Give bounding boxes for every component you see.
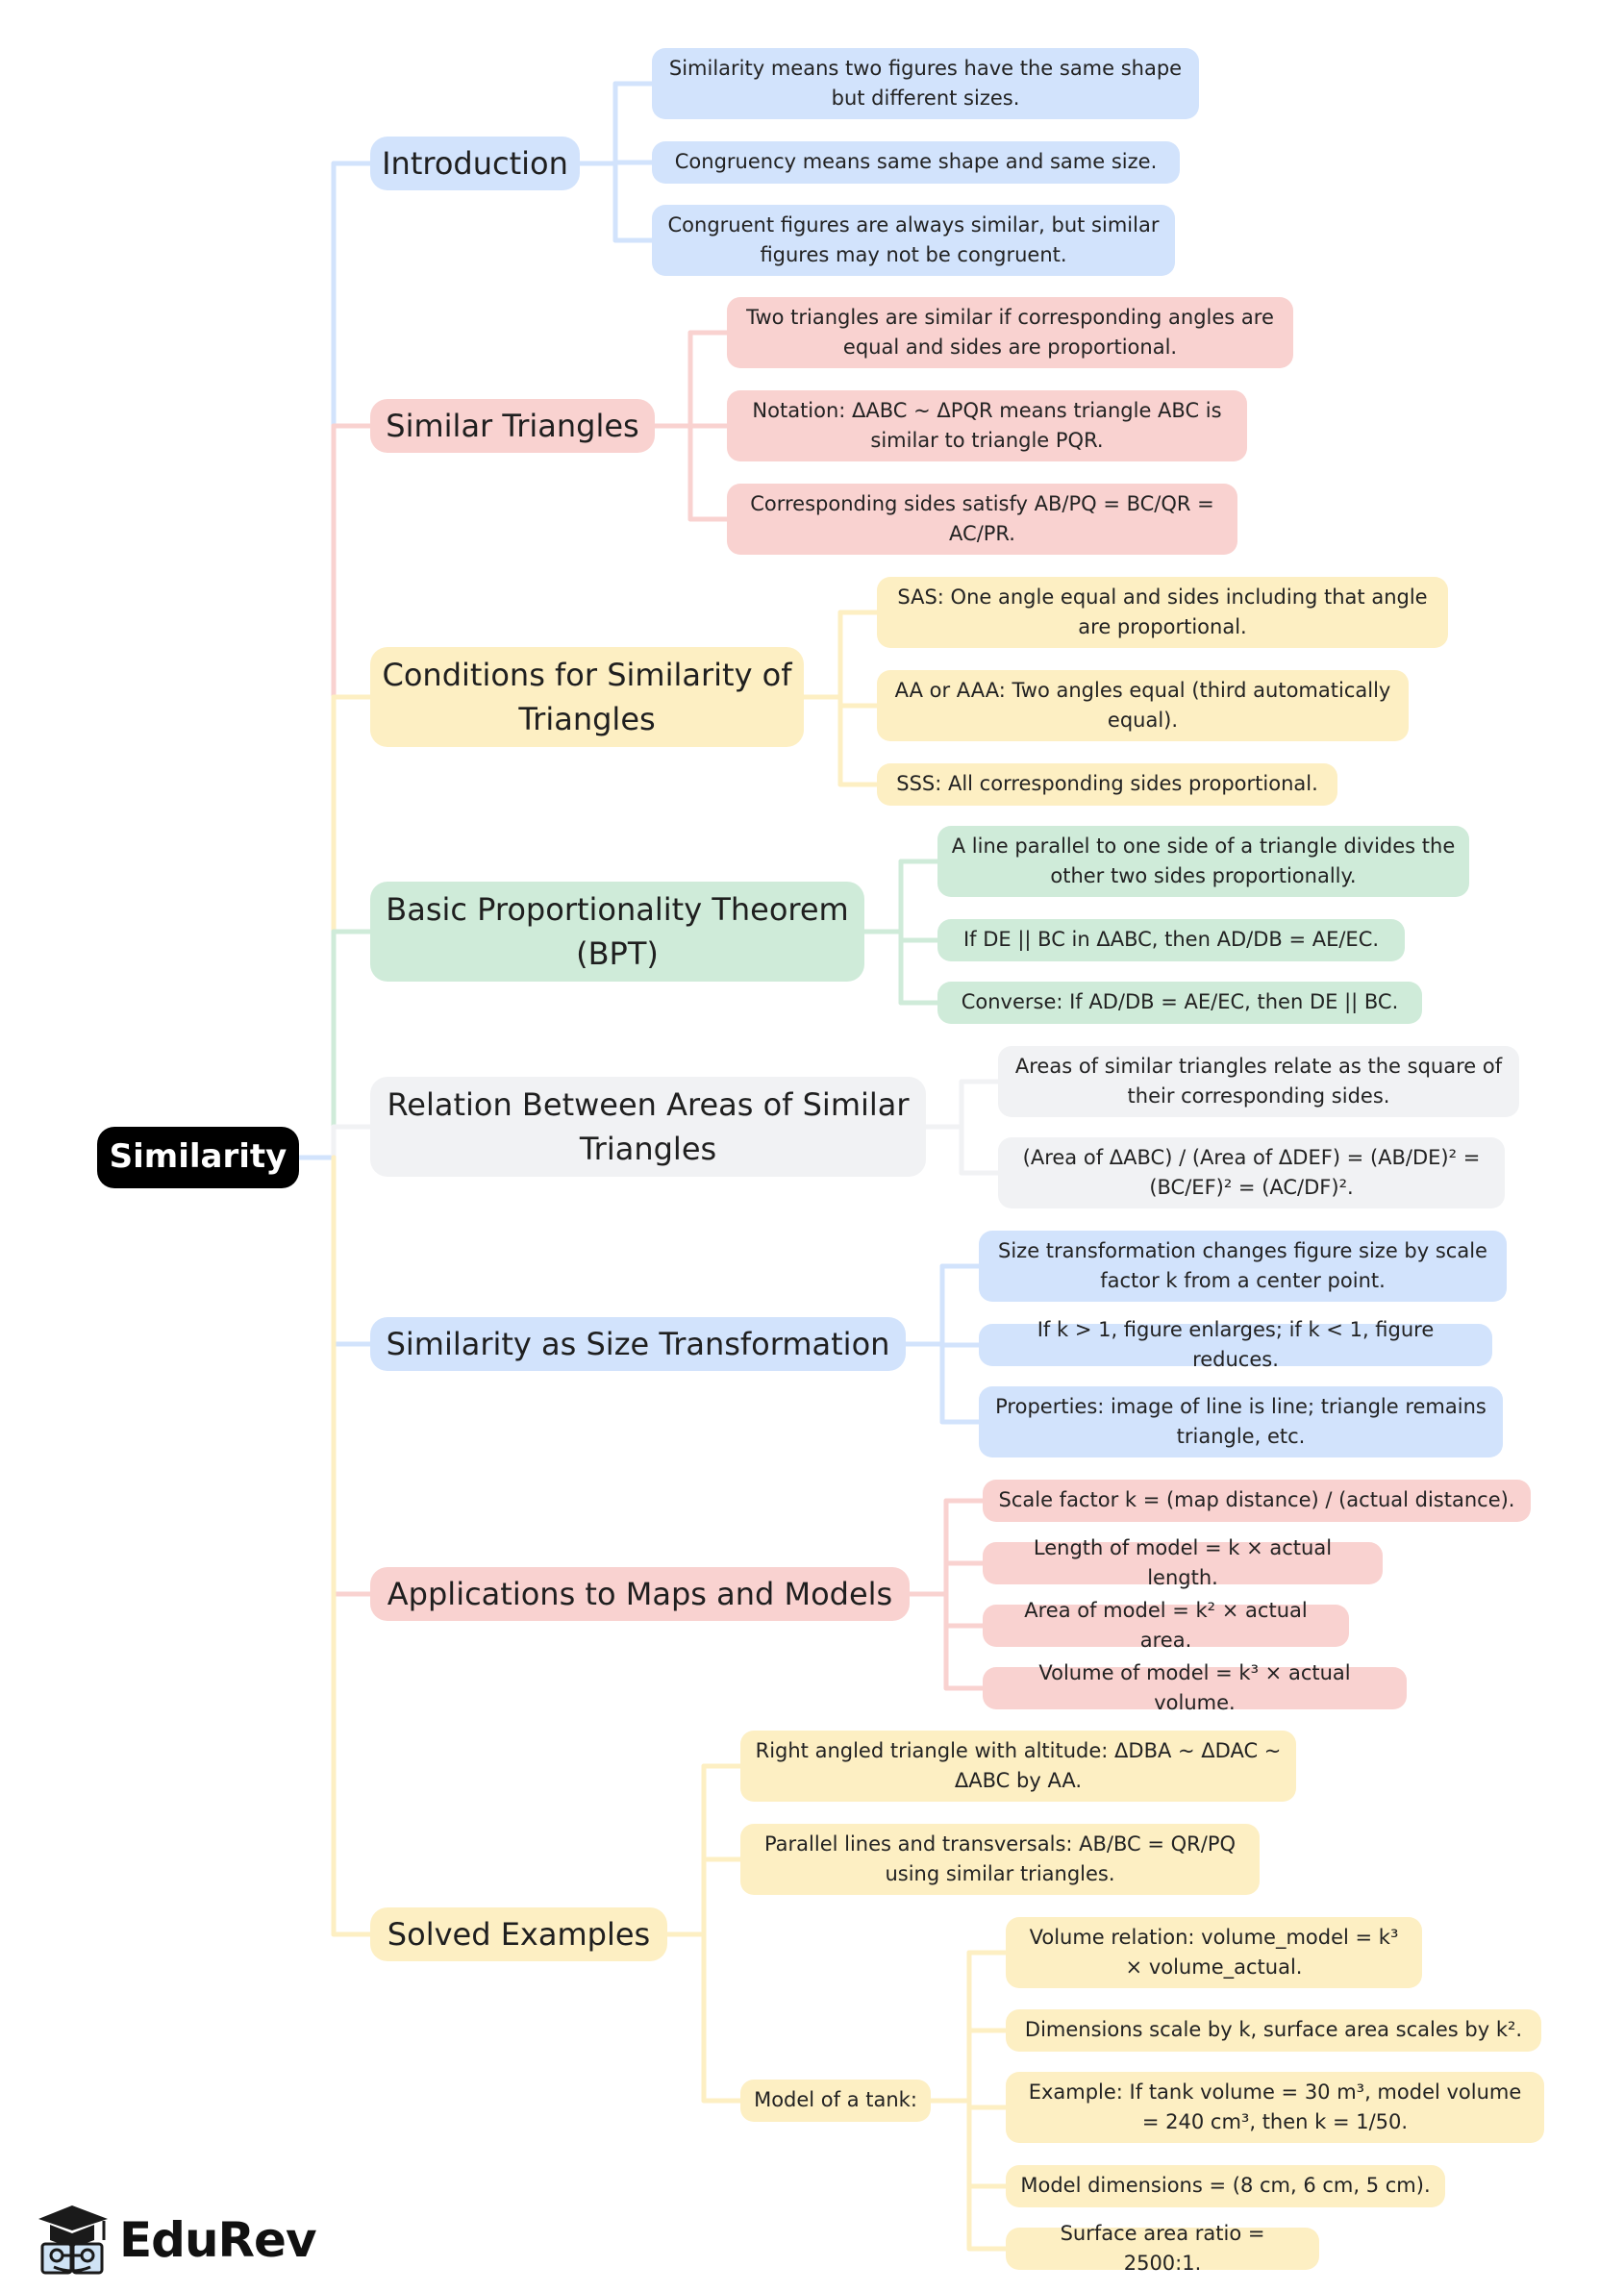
leaf-bpt-3[interactable]: Converse: If AD/DB = AE/EC, then DE || B… [937, 982, 1422, 1024]
leaf-size-1[interactable]: Size transformation changes figure size … [979, 1231, 1507, 1302]
branch-introduction[interactable]: Introduction [370, 137, 580, 190]
leaf-conditions-sss[interactable]: SSS: All corresponding sides proportiona… [877, 763, 1337, 806]
leaf-similar-triangles-1[interactable]: Two triangles are similar if correspondi… [727, 297, 1293, 368]
leaf-similar-triangles-2[interactable]: Notation: ΔABC ~ ΔPQR means triangle ABC… [727, 390, 1247, 461]
leaf-similar-triangles-3[interactable]: Corresponding sides satisfy AB/PQ = BC/Q… [727, 484, 1237, 555]
graduation-cap-book-icon [38, 2205, 108, 2275]
leaf-introduction-2[interactable]: Congruency means same shape and same siz… [652, 141, 1180, 184]
leaf-tank-4[interactable]: Model dimensions = (8 cm, 6 cm, 5 cm). [1006, 2165, 1445, 2207]
leaf-areas-1[interactable]: Areas of similar triangles relate as the… [998, 1046, 1519, 1117]
branch-maps-models[interactable]: Applications to Maps and Models [370, 1567, 910, 1621]
leaf-maps-1[interactable]: Scale factor k = (map distance) / (actua… [983, 1480, 1531, 1522]
branch-conditions-for-similarity[interactable]: Conditions for Similarity of Triangles [370, 647, 804, 747]
leaf-solved-2[interactable]: Parallel lines and transversals: AB/BC =… [740, 1824, 1260, 1895]
branch-relation-areas[interactable]: Relation Between Areas of Similar Triang… [370, 1077, 926, 1177]
leaf-introduction-3[interactable]: Congruent figures are always similar, bu… [652, 205, 1175, 276]
leaf-size-3[interactable]: Properties: image of line is line; trian… [979, 1386, 1503, 1457]
leaf-introduction-1[interactable]: Similarity means two figures have the sa… [652, 48, 1199, 119]
leaf-tank-3[interactable]: Example: If tank volume = 30 m³, model v… [1006, 2072, 1544, 2143]
branch-solved-examples[interactable]: Solved Examples [370, 1907, 667, 1961]
leaf-conditions-sas[interactable]: SAS: One angle equal and sides including… [877, 577, 1448, 648]
leaf-areas-2[interactable]: (Area of ΔABC) / (Area of ΔDEF) = (AB/DE… [998, 1137, 1505, 1208]
leaf-conditions-aa[interactable]: AA or AAA: Two angles equal (third autom… [877, 670, 1409, 741]
branch-size-transformation[interactable]: Similarity as Size Transformation [370, 1317, 906, 1371]
edurev-logo[interactable]: EduRev [33, 2202, 321, 2279]
leaf-bpt-1[interactable]: A line parallel to one side of a triangl… [937, 826, 1469, 897]
leaf-maps-3[interactable]: Area of model = k² × actual area. [983, 1599, 1349, 1652]
leaf-tank-2[interactable]: Dimensions scale by k, surface area scal… [1006, 2009, 1541, 2052]
logo-text: EduRev [119, 2212, 317, 2268]
leaf-solved-1[interactable]: Right angled triangle with altitude: ΔDB… [740, 1731, 1296, 1802]
branch-bpt[interactable]: Basic Proportionality Theorem (BPT) [370, 882, 864, 982]
leaf-solved-tank[interactable]: Model of a tank: [740, 2080, 931, 2122]
leaf-bpt-2[interactable]: If DE || BC in ΔABC, then AD/DB = AE/EC. [937, 919, 1405, 961]
leaf-size-2[interactable]: If k > 1, figure enlarges; if k < 1, fig… [979, 1318, 1492, 1371]
leaf-tank-1[interactable]: Volume relation: volume_model = k³ × vol… [1006, 1917, 1422, 1988]
branch-similar-triangles[interactable]: Similar Triangles [370, 399, 655, 453]
leaf-maps-2[interactable]: Length of model = k × actual length. [983, 1536, 1383, 1589]
root-node-similarity[interactable]: Similarity [97, 1127, 299, 1188]
leaf-tank-5[interactable]: Surface area ratio = 2500:1. [1006, 2222, 1319, 2275]
leaf-maps-4[interactable]: Volume of model = k³ × actual volume. [983, 1661, 1407, 1714]
